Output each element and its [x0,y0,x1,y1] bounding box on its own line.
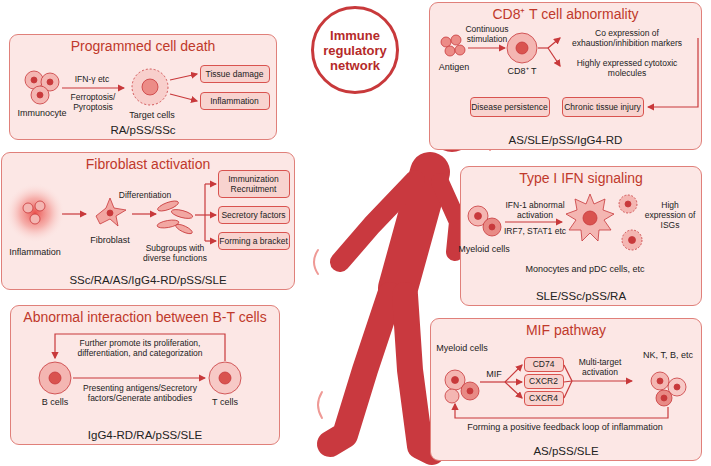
node-text: Disease persistence [471,102,548,112]
annotation-label: MIF [479,369,509,379]
outcome-box: Chronic tissue injury [562,97,644,117]
receptor-box: CXCR4 [524,391,564,406]
hub-circle: Immune regulatory network [311,6,399,94]
disease-list: AS/SLE/pSS/IgG4-RD [430,134,701,147]
mechanism-panel: MIF pathwayAS/pSS/SLE CD74CXCR2CXCR4 [430,318,702,461]
mechanism-panel: Type I IFN signalingSLE/SSc/pSS/RA [460,166,702,306]
annotation-label: IFN-γ etc [62,74,122,84]
annotation-label: High expression of ISGs [641,200,699,230]
panel-title: MIF pathway [431,322,701,338]
node-text: CXCR4 [529,393,558,403]
node-text: CD74 [533,359,555,369]
disease-list: AS/pSS/SLE [431,445,701,458]
panel-title: CD8⁺ T cell abnormality [430,6,701,22]
outcome-box: Disease persistence [470,97,550,117]
receptor-box: CXCR2 [524,374,564,389]
annotation-label: Continuous stimulation [462,24,512,44]
annotation-label: Inflammation [0,247,70,257]
node-text: CXCR2 [529,376,558,386]
outcome-box: Tissue damage [200,65,270,83]
annotation-label: Target cells [122,110,182,120]
annotation-label: IFN-1 abnormal activation [500,200,570,220]
annotation-label: Fibroblast [80,235,140,245]
annotation-label: Monocytes and pDC cells, etc [510,264,660,274]
mechanism-panel: Abnormal interaction between B-T cellsIg… [10,305,280,445]
disease-list: IgG4-RD/RA/pSS/SLE [11,429,279,442]
annotation-label: CD8⁺ T [497,66,547,76]
annotation-label: Immunocyte [12,108,72,118]
receptor-box: CD74 [524,357,564,372]
annotation-label: Further promote its proliferation, diffe… [60,338,220,358]
outcome-box: Inflammation [200,92,270,110]
mechanism-panel: Fibroblast activationSSc/RA/AS/IgG4-RD/p… [1,152,295,290]
annotation-label: Multi-target activation [570,357,630,377]
node-text: Chronic tissue injury [564,102,641,112]
annotation-label: Ferroptosis/ Pyroptosis [63,92,123,112]
annotation-label: Subgroups with diverse functions [138,243,213,263]
annotation-label: Differentiation [110,190,180,200]
annotation-label: IRF7, STAT1 etc [500,226,570,236]
mechanism-panel: Programmed cell deathRA/pSS/SSc Tissue da… [9,34,277,140]
panel-title: Programmed cell death [10,38,276,54]
node-text: Immune regulatory network [320,28,390,73]
annotation-label: Highly expressed cytotoxic molecules [562,58,692,78]
function-box: Secretory factors [218,206,290,224]
node-text: Inflammation [210,96,259,106]
annotation-label: Presenting antigens/Secretory factors/Ge… [75,383,205,403]
disease-list: SLE/SSc/pSS/RA [461,290,701,303]
panel-title: Abnormal interaction between B-T cells [11,309,279,325]
function-box: Forming a bracket [218,232,290,250]
annotation-label: T cells [200,397,250,407]
disease-list: RA/pSS/SSc [10,124,276,137]
node-text: Secretory factors [221,210,285,220]
annotation-label: Antigen [429,62,479,72]
disease-list: SSc/RA/AS/IgG4-RD/pSS/SLE [2,274,294,287]
annotation-label: Myeloid cells [432,343,492,353]
function-box: Immunization Recruitment [218,170,290,198]
annotation-label: Myeloid cells [454,244,514,254]
annotation-label: Co expression of exhaustion/inhibition m… [562,28,692,48]
annotation-label: Forming a positive feedback loop of infl… [445,422,685,432]
node-text: Immunization Recruitment [219,174,289,194]
annotation-label: B cells [30,397,80,407]
node-text: Tissue damage [206,69,264,79]
node-text: Forming a bracket [219,236,288,246]
annotation-label: NK, T, B, etc [638,350,698,360]
panel-title: Type I IFN signaling [461,170,701,186]
